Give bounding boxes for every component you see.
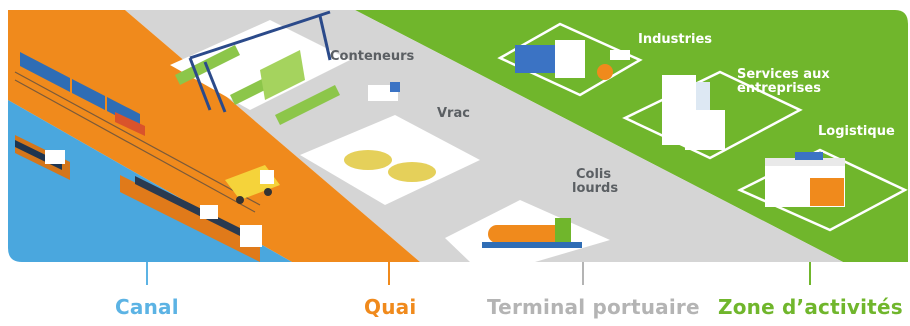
barges	[15, 135, 262, 262]
label-colis-lourds-1: Colis	[576, 167, 612, 182]
label-quai: Quai	[364, 295, 417, 319]
label-canal: Canal	[115, 295, 179, 319]
freight-train	[20, 52, 145, 136]
dump-truck	[225, 165, 280, 204]
services-plot	[622, 70, 803, 160]
section-ticks	[146, 262, 811, 285]
logistique-plot	[737, 148, 908, 232]
label-logistique: Logistique	[818, 124, 895, 139]
label-industries: Industries	[638, 32, 713, 47]
label-services-2: entreprises	[737, 81, 821, 96]
label-services-1: Services aux	[737, 67, 830, 82]
label-colis-lourds-2: lourds	[572, 181, 619, 196]
railway	[14, 71, 261, 213]
vrac-yard	[300, 115, 480, 205]
industries-plot	[497, 22, 643, 97]
label-terminal-portuaire: Terminal portuaire	[487, 295, 700, 319]
label-vrac: Vrac	[437, 106, 470, 121]
quai-area	[8, 10, 420, 262]
label-zone-activites: Zone d’activités	[718, 295, 903, 319]
conteneurs-yard	[170, 10, 400, 125]
colis-lourds-yard	[445, 200, 610, 262]
label-conteneurs: Conteneurs	[330, 49, 415, 64]
